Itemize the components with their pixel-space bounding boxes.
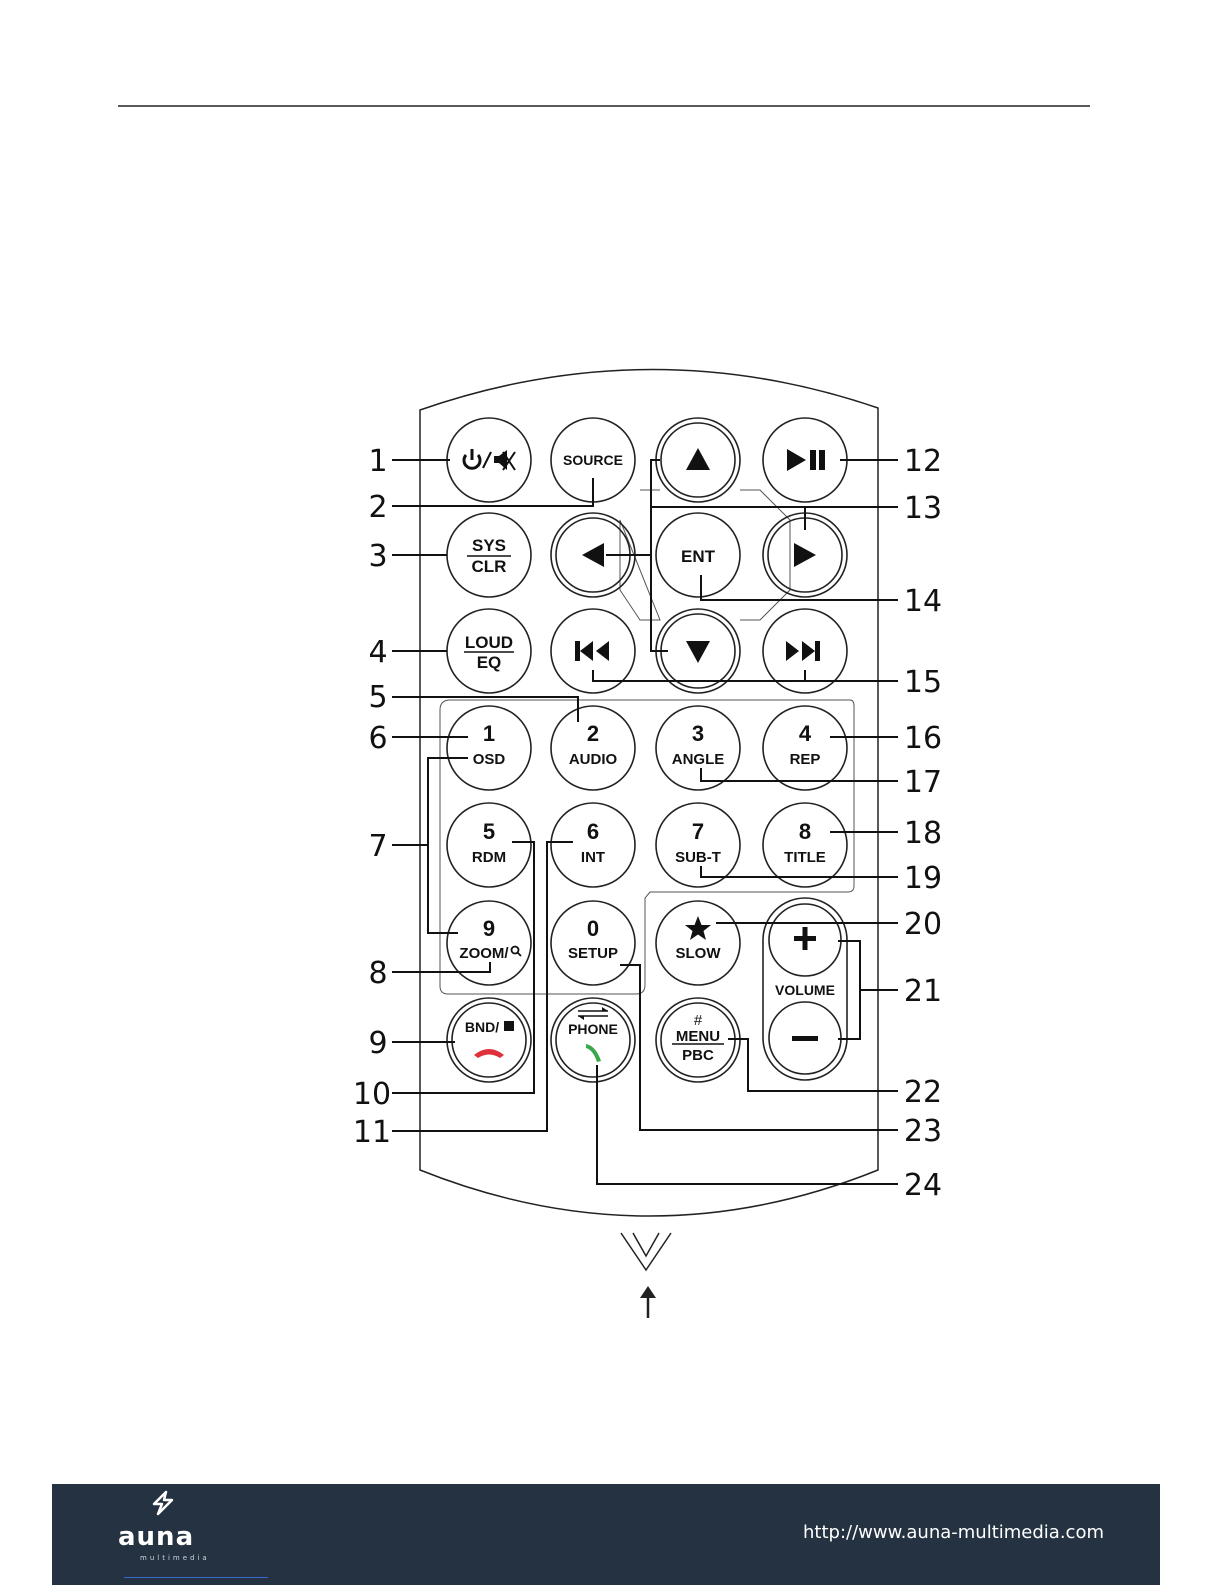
phone-label: PHONE	[568, 1021, 618, 1037]
title-label: TITLE	[784, 849, 826, 866]
arrow-up-pointer-icon	[640, 1286, 656, 1318]
key-7-number: 7	[692, 819, 704, 844]
callout-9: 9	[368, 1026, 387, 1061]
auna-logo-icon	[148, 1490, 184, 1522]
hash-label: #	[694, 1012, 703, 1029]
eq-label: EQ	[477, 653, 502, 672]
plus-icon	[794, 927, 816, 950]
callout-11: 11	[353, 1115, 391, 1150]
slow-button[interactable]	[656, 901, 740, 985]
key-5-rdm-button[interactable]	[447, 803, 531, 887]
slow-label: SLOW	[676, 945, 722, 962]
callout-4: 4	[368, 635, 387, 670]
key-4-rep-button[interactable]	[763, 706, 847, 790]
footer-link-underline	[124, 1577, 268, 1578]
subt-label: SUB-T	[675, 849, 721, 866]
ir-emitter-icon	[621, 1233, 671, 1270]
key-8-title-button[interactable]	[763, 803, 847, 887]
callout-18: 18	[904, 816, 942, 851]
key-6-int-button[interactable]	[551, 803, 635, 887]
minus-icon	[792, 1036, 818, 1041]
brand-name: auna	[118, 1522, 194, 1552]
callout-5: 5	[368, 680, 387, 715]
key-5-number: 5	[483, 819, 495, 844]
callout-14: 14	[904, 584, 942, 619]
callout-8: 8	[368, 956, 387, 991]
callout-7: 7	[368, 829, 387, 864]
power-mute-icon	[464, 449, 515, 470]
key-1-number: 1	[483, 721, 495, 746]
play-pause-icon	[787, 449, 825, 471]
key-9-number: 9	[483, 916, 495, 941]
key-2-number: 2	[587, 721, 599, 746]
callout-20: 20	[904, 907, 942, 942]
magnifier-icon	[512, 947, 522, 957]
footer-bar: auna multimedia http://www.auna-multimed…	[52, 1484, 1160, 1585]
audio-label: AUDIO	[569, 751, 618, 768]
osd-label: OSD	[473, 751, 506, 768]
callout-2: 2	[368, 490, 387, 525]
int-label: INT	[581, 849, 605, 866]
arrow-left-icon	[582, 543, 604, 567]
bnd-stop-button[interactable]	[447, 998, 531, 1082]
key-7-subt-button[interactable]	[656, 803, 740, 887]
key-1-osd-button[interactable]	[447, 706, 531, 790]
callout-13: 13	[904, 491, 942, 526]
callout-1: 1	[368, 444, 387, 479]
callout-10: 10	[353, 1077, 391, 1112]
volume-label: VOLUME	[775, 982, 835, 998]
sys-label: SYS	[472, 536, 506, 555]
callout-21: 21	[904, 974, 942, 1009]
website-link[interactable]: http://www.auna-multimedia.com	[803, 1522, 1104, 1543]
sys-clr-button[interactable]	[447, 513, 531, 597]
hang-up-icon	[474, 1049, 504, 1058]
power-mute-button[interactable]	[447, 418, 531, 502]
source-label: SOURCE	[563, 452, 623, 468]
key-8-number: 8	[799, 819, 811, 844]
skip-next-icon	[786, 641, 820, 661]
bnd-label: BND/	[465, 1019, 499, 1035]
callout-24: 24	[904, 1168, 942, 1203]
angle-label: ANGLE	[672, 751, 725, 768]
key-3-angle-button[interactable]	[656, 706, 740, 790]
remote-body	[420, 369, 878, 1216]
key-0-number: 0	[587, 916, 599, 941]
zoom-label: ZOOM/	[459, 945, 509, 962]
key-3-number: 3	[692, 721, 704, 746]
loud-label: LOUD	[465, 633, 513, 652]
callout-22: 22	[904, 1075, 942, 1110]
brand-tagline: multimedia	[140, 1554, 210, 1562]
key-6-number: 6	[587, 819, 599, 844]
arrow-up-icon	[686, 448, 710, 470]
callout-6: 6	[368, 721, 387, 756]
callout-3: 3	[368, 539, 387, 574]
key-0-setup-button[interactable]	[551, 901, 635, 985]
clr-label: CLR	[472, 557, 507, 576]
rdm-label: RDM	[472, 849, 506, 866]
callout-16: 16	[904, 721, 942, 756]
key-2-audio-button[interactable]	[551, 706, 635, 790]
swap-icon	[578, 1007, 608, 1020]
ent-label: ENT	[681, 547, 716, 566]
callout-23: 23	[904, 1114, 942, 1149]
star-icon	[685, 916, 711, 940]
callout-12: 12	[904, 444, 942, 479]
skip-previous-icon	[575, 641, 609, 661]
menu-label: MENU	[676, 1028, 720, 1045]
call-icon	[586, 1044, 601, 1062]
callout-17: 17	[904, 765, 942, 800]
arrow-right-icon	[794, 543, 816, 567]
callout-19: 19	[904, 861, 942, 896]
arrow-down-icon	[686, 641, 710, 663]
setup-label: SETUP	[568, 945, 618, 962]
key-4-number: 4	[799, 721, 812, 746]
callout-15: 15	[904, 665, 942, 700]
rep-label: REP	[790, 751, 821, 768]
stop-icon	[504, 1021, 514, 1031]
pbc-label: PBC	[682, 1047, 714, 1064]
